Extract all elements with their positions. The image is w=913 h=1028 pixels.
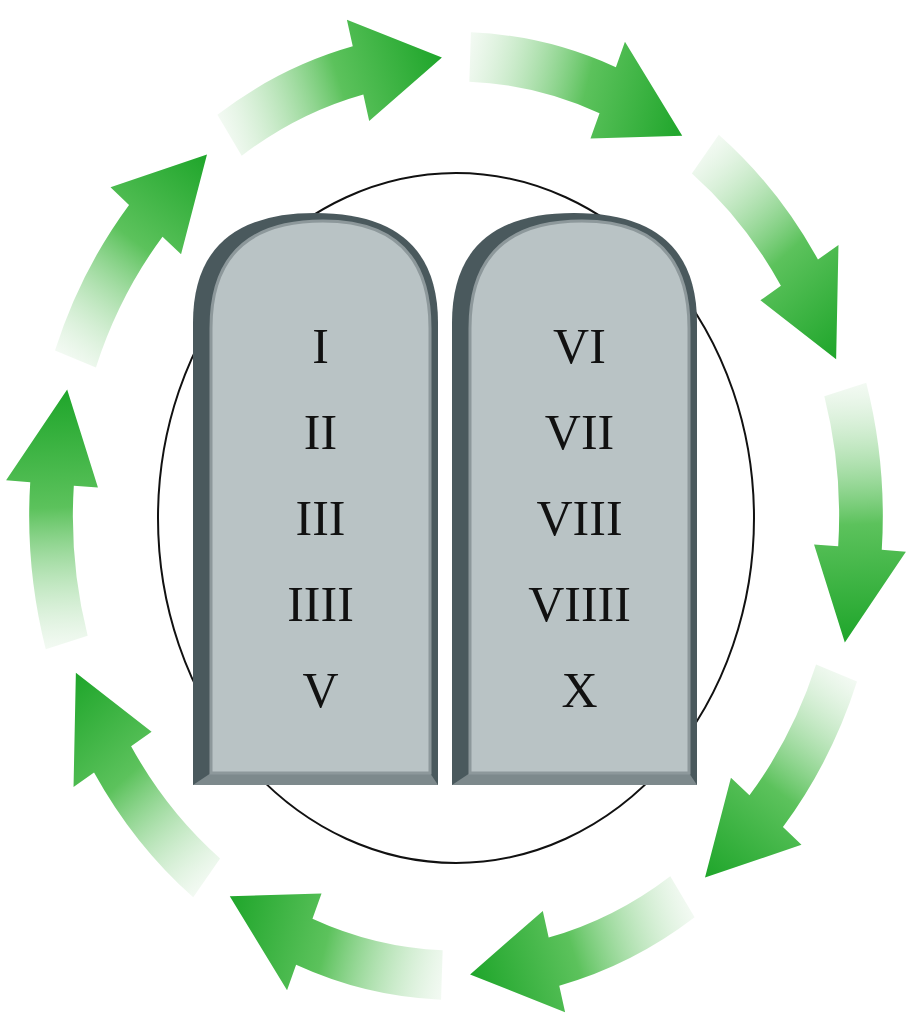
tablet-side (193, 213, 438, 785)
roman-numeral: I (312, 303, 329, 389)
tablet-base (193, 773, 438, 785)
cycle-arrow (682, 645, 886, 918)
roman-numeral: III (296, 475, 346, 561)
cycle-arrow (3, 388, 102, 650)
cycle-arrow (206, 0, 452, 176)
roman-numeral: II (304, 389, 337, 475)
cycle-arrow (455, 0, 700, 166)
roman-numeral: VII (545, 389, 614, 475)
numeral-list: IIIIIIIIIIV (211, 303, 430, 733)
roman-numeral: X (561, 647, 597, 733)
tablet-face (470, 221, 689, 773)
tablet-side (452, 213, 697, 785)
tablet-face (211, 221, 430, 773)
roman-numeral: VIIII (528, 561, 631, 647)
stone-tablet: IIIIIIIIIIV (193, 213, 438, 785)
numeral-list: VIVIIVIIIVIIIIX (470, 303, 689, 733)
roman-numeral: VI (553, 303, 606, 389)
cycle-arrow (809, 381, 908, 643)
cycle-arrow (461, 856, 707, 1028)
backdrop-ellipse (158, 173, 754, 863)
roman-numeral: V (302, 647, 338, 733)
stone-tablet: VIVIIVIIIVIIIIX (452, 213, 697, 785)
cycle-arrow (674, 111, 887, 379)
roman-numeral: IIII (287, 561, 354, 647)
roman-numeral: VIII (536, 475, 622, 561)
cycle-arrows (3, 0, 908, 1028)
cycle-arrow (212, 866, 457, 1028)
tablet-base (452, 773, 697, 785)
